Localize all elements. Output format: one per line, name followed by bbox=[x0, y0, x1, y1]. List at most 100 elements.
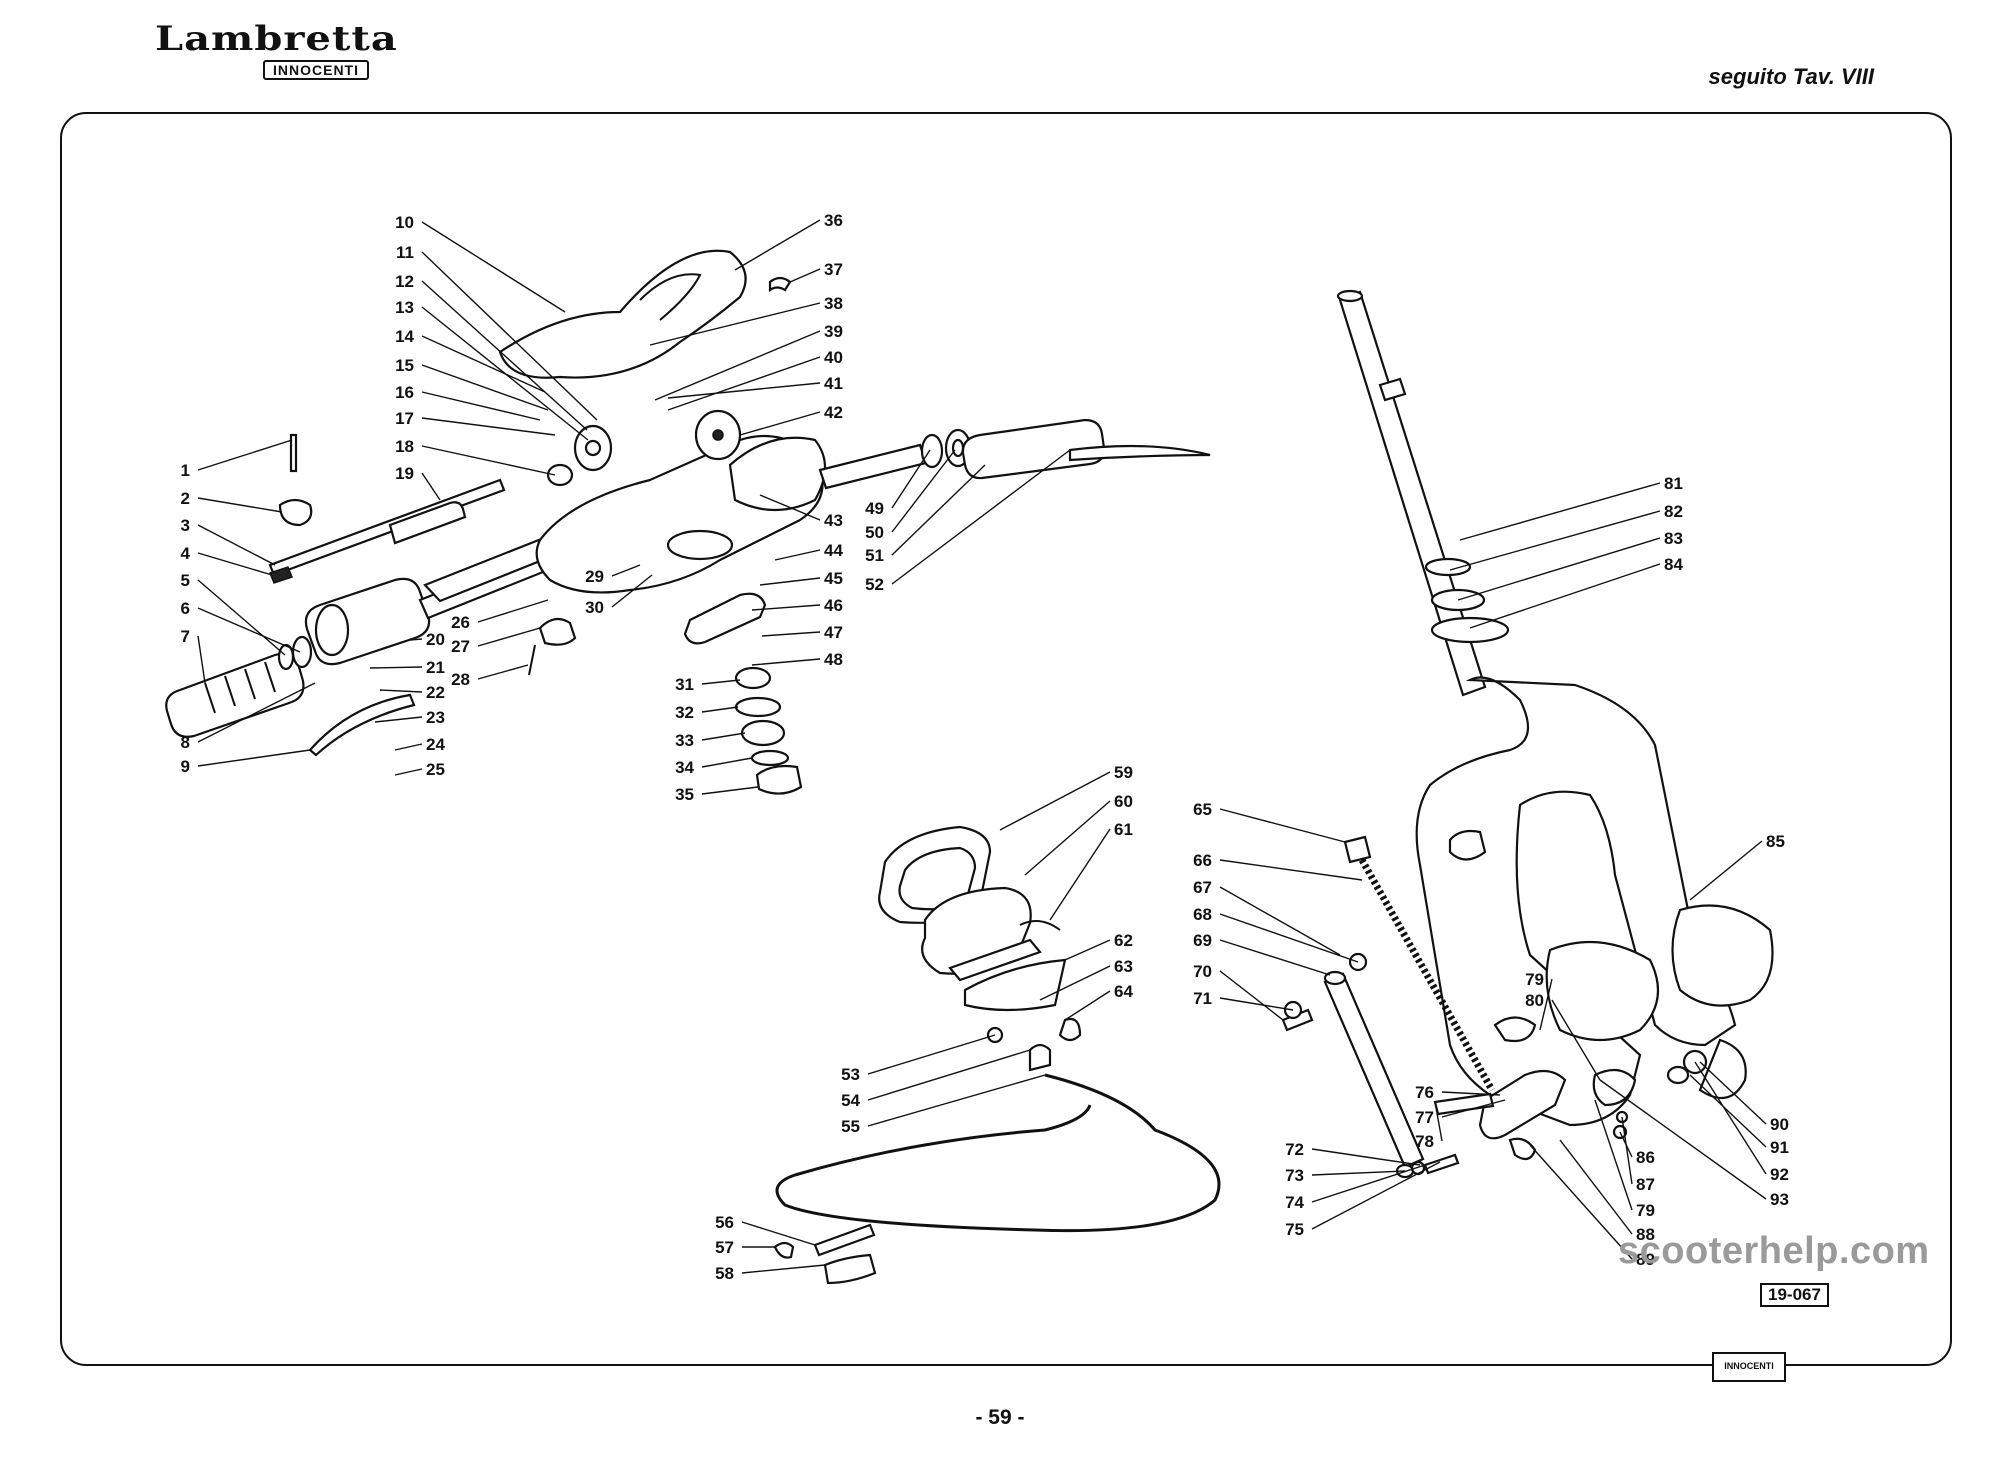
callout-label: 26 bbox=[451, 613, 470, 632]
callout-9: 9 bbox=[181, 749, 311, 776]
callout-91: 91 bbox=[1689, 1074, 1789, 1157]
callout-label: 65 bbox=[1193, 800, 1212, 819]
callout-80: 80 bbox=[1525, 991, 1601, 1081]
callout-60: 60 bbox=[1024, 792, 1133, 876]
callout-44: 44 bbox=[774, 541, 843, 561]
callout-label: 31 bbox=[675, 675, 694, 694]
callout-81: 81 bbox=[1459, 474, 1683, 541]
callout-15: 15 bbox=[395, 356, 549, 411]
callout-label: 11 bbox=[396, 243, 414, 262]
callout-label: 53 bbox=[841, 1065, 860, 1084]
leader-line bbox=[1311, 1148, 1421, 1166]
callout-8: 8 bbox=[181, 682, 316, 752]
callout-label: 14 bbox=[395, 327, 414, 346]
callout-label: 48 bbox=[824, 650, 843, 669]
callout-label: 61 bbox=[1114, 820, 1133, 839]
callout-label: 60 bbox=[1114, 792, 1133, 811]
callout-label: 91 bbox=[1770, 1138, 1789, 1157]
callout-label: 1 bbox=[181, 461, 190, 480]
callout-83: 83 bbox=[1457, 529, 1683, 601]
callout-90: 90 bbox=[1699, 1061, 1789, 1134]
callout-label: 9 bbox=[181, 757, 190, 776]
leader-line bbox=[1064, 990, 1111, 1021]
leader-line bbox=[1219, 970, 1284, 1021]
callout-label: 76 bbox=[1415, 1083, 1434, 1102]
callout-label: 22 bbox=[426, 683, 445, 702]
callout-label: 6 bbox=[181, 599, 190, 618]
callout-41: 41 bbox=[667, 374, 843, 399]
callout-16: 16 bbox=[395, 383, 541, 421]
callout-93: 93 bbox=[1599, 1079, 1789, 1209]
callout-38: 38 bbox=[649, 294, 843, 346]
callout-label: 29 bbox=[585, 567, 604, 586]
leader-line bbox=[421, 417, 556, 436]
callout-label: 63 bbox=[1114, 957, 1133, 976]
callout-label: 35 bbox=[675, 785, 694, 804]
leader-line bbox=[421, 335, 546, 393]
leader-line bbox=[1694, 1061, 1767, 1175]
callout-39: 39 bbox=[654, 322, 843, 401]
callout-label: 43 bbox=[824, 511, 843, 530]
callout-label: 69 bbox=[1193, 931, 1212, 950]
leader-line bbox=[759, 494, 821, 521]
leader-line bbox=[867, 1034, 996, 1075]
callout-label: 46 bbox=[824, 596, 843, 615]
callout-85: 85 bbox=[1689, 832, 1785, 901]
leader-line bbox=[751, 658, 821, 666]
callout-84: 84 bbox=[1469, 555, 1683, 629]
callout-32: 32 bbox=[675, 703, 739, 722]
callout-88: 88 bbox=[1559, 1139, 1655, 1244]
leader-line bbox=[379, 689, 423, 693]
callout-63: 63 bbox=[1039, 957, 1133, 1001]
leader-line bbox=[761, 631, 821, 637]
callout-45: 45 bbox=[759, 569, 843, 588]
callout-46: 46 bbox=[751, 596, 843, 615]
callout-label: 2 bbox=[181, 489, 190, 508]
speedometer-assembly bbox=[773, 825, 1221, 1285]
callout-label: 30 bbox=[585, 598, 604, 617]
leader-line bbox=[774, 549, 821, 561]
callout-71: 71 bbox=[1193, 989, 1294, 1011]
leader-line bbox=[374, 716, 423, 723]
callout-52: 52 bbox=[865, 449, 1071, 594]
callout-48: 48 bbox=[751, 650, 843, 669]
leader-line bbox=[1559, 1139, 1633, 1235]
callout-3: 3 bbox=[181, 516, 276, 566]
callout-54: 54 bbox=[841, 1049, 1031, 1110]
brand-logo: Lambretta INNOCENTI bbox=[155, 22, 397, 80]
callout-79: 79 bbox=[1594, 1099, 1655, 1220]
leader-line bbox=[867, 1074, 1046, 1127]
callout-label: 56 bbox=[715, 1213, 734, 1232]
callout-label: 12 bbox=[395, 272, 414, 291]
front-fork-assembly bbox=[1281, 289, 1774, 1179]
callout-label: 57 bbox=[715, 1238, 734, 1257]
leader-line bbox=[421, 391, 541, 421]
callout-label: 3 bbox=[181, 516, 190, 535]
callout-labels: 1234567891011121314151617181920212223242… bbox=[181, 211, 1789, 1283]
callout-label: 24 bbox=[426, 735, 445, 754]
callout-69: 69 bbox=[1193, 931, 1331, 976]
callout-12: 12 bbox=[395, 272, 588, 431]
callout-label: 83 bbox=[1664, 529, 1683, 548]
callout-label: 54 bbox=[841, 1091, 860, 1110]
leader-line bbox=[891, 464, 986, 556]
callout-label: 28 bbox=[451, 670, 470, 689]
callout-label: 89 bbox=[1636, 1250, 1655, 1269]
leader-line bbox=[789, 268, 821, 283]
callout-label: 40 bbox=[824, 348, 843, 367]
leader-line bbox=[1024, 800, 1111, 876]
callout-label: 7 bbox=[181, 627, 190, 646]
leader-line bbox=[741, 1264, 826, 1274]
leader-line bbox=[1594, 1099, 1633, 1211]
leader-line bbox=[1689, 1074, 1767, 1148]
callout-11: 11 bbox=[396, 243, 598, 421]
leader-line bbox=[394, 768, 423, 776]
callout-label: 81 bbox=[1664, 474, 1683, 493]
callout-label: 86 bbox=[1636, 1148, 1655, 1167]
leader-line bbox=[1311, 1170, 1406, 1176]
callout-label: 34 bbox=[675, 758, 694, 777]
callout-label: 21 bbox=[426, 658, 445, 677]
callout-87: 87 bbox=[1621, 1116, 1655, 1194]
leader-line bbox=[1434, 1101, 1443, 1142]
callout-49: 49 bbox=[865, 449, 931, 518]
